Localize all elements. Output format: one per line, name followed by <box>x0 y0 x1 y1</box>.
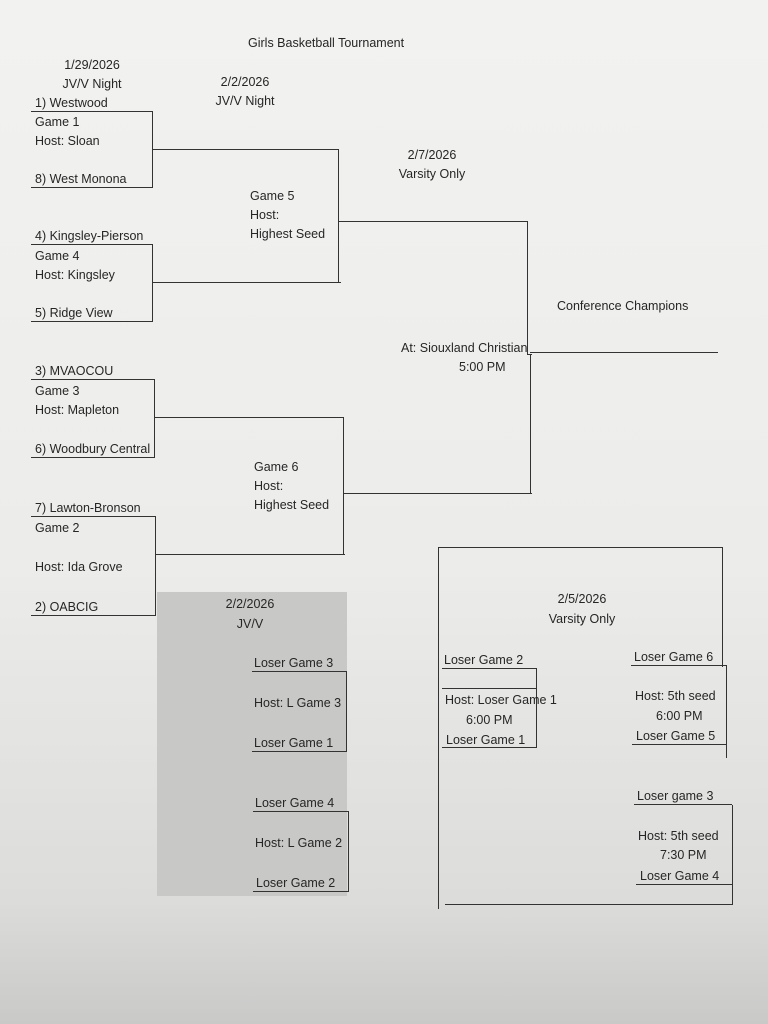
game2-connector <box>155 516 157 616</box>
game5-out-line <box>338 221 528 223</box>
champion-label: Conference Champions <box>557 299 689 313</box>
placement-left-connector <box>536 668 538 748</box>
placement-label: Varsity Only <box>548 612 616 626</box>
consolation-a-host: Host: L Game 3 <box>254 696 342 710</box>
placement-left-time: 6:00 PM <box>466 713 513 727</box>
consolation-a-top: Loser Game 3 <box>254 656 334 670</box>
game4-bottom-line <box>31 321 153 323</box>
placement-left-top-line <box>442 668 537 670</box>
game5-host: Host: <box>250 208 280 222</box>
consolation-a-connector <box>346 671 348 752</box>
consolation-a-top-line <box>252 671 347 673</box>
page-title: Girls Basketball Tournament <box>248 36 405 50</box>
game6-host-seed: Highest Seed <box>254 498 330 512</box>
placement-box-right-mid <box>726 665 728 758</box>
round2-label: JV/V Night <box>215 94 275 108</box>
placement-right-b-bottom: Loser Game 4 <box>640 869 720 883</box>
final-date: 2/7/2026 <box>407 148 457 162</box>
consolation-b-bottom: Loser Game 2 <box>256 876 336 890</box>
game1-team-top: 1) Westwood <box>35 96 108 110</box>
placement-right-b-top: Loser game 3 <box>637 789 714 803</box>
placement-left-top: Loser Game 2 <box>444 653 524 667</box>
placement-box-top <box>438 547 723 549</box>
game4-out-line <box>152 282 341 284</box>
placement-right-b-host: Host: 5th seed <box>638 829 719 843</box>
game4-label: Game 4 <box>35 249 80 263</box>
game2-out-line <box>155 554 345 556</box>
final-connector-join <box>527 354 532 356</box>
placement-right-a-time: 6:00 PM <box>656 709 703 723</box>
final-connector-lower <box>530 355 532 494</box>
game6-out-line <box>343 493 532 495</box>
round1-label: JV/V Night <box>62 77 122 91</box>
game2-bottom-line <box>31 615 156 617</box>
final-time: 5:00 PM <box>459 360 506 374</box>
placement-box-bottom <box>445 904 733 906</box>
consolation-b-top: Loser Game 4 <box>255 796 335 810</box>
game3-team-bottom: 6) Woodbury Central <box>35 442 151 456</box>
consolation-label: JV/V <box>236 617 264 631</box>
placement-right-a-host: Host: 5th seed <box>635 689 716 703</box>
game3-team-top: 3) MVAOCOU <box>35 364 114 378</box>
game1-label: Game 1 <box>35 115 80 129</box>
game4-host: Host: Kingsley <box>35 268 115 282</box>
consolation-a-bottom: Loser Game 1 <box>254 736 334 750</box>
placement-right-a-top-line <box>631 665 727 667</box>
game3-top-line <box>31 379 155 381</box>
game4-team-top: 4) Kingsley-Pierson <box>35 229 144 243</box>
placement-left-bottom: Loser Game 1 <box>446 733 526 747</box>
consolation-b-top-line <box>253 811 349 813</box>
game1-top-line <box>31 111 153 113</box>
game1-out-line <box>152 149 339 151</box>
game4-top-line <box>31 244 153 246</box>
consolation-shade <box>157 592 347 896</box>
placement-right-b-time: 7:30 PM <box>660 848 707 862</box>
consolation-b-connector <box>348 811 350 892</box>
consolation-b-bottom-line <box>253 891 349 893</box>
game3-out-line <box>154 417 344 419</box>
game3-host: Host: Mapleton <box>35 403 120 417</box>
game5-label: Game 5 <box>250 189 295 203</box>
game5-connector <box>338 149 340 282</box>
consolation-b-host: Host: L Game 2 <box>255 836 343 850</box>
final-location: At: Siouxland Christian <box>401 341 528 355</box>
game2-label: Game 2 <box>35 521 80 535</box>
placement-right-a-bottom-line <box>632 744 727 746</box>
placement-left-bottom-line <box>442 747 537 749</box>
placement-box-left <box>438 547 440 909</box>
placement-right-a-bottom: Loser Game 5 <box>636 729 716 743</box>
final-label: Varsity Only <box>398 167 466 181</box>
game2-team-top: 7) Lawton-Bronson <box>35 501 141 515</box>
placement-date: 2/5/2026 <box>557 592 607 606</box>
champion-line <box>530 352 718 354</box>
round2-date: 2/2/2026 <box>220 75 270 89</box>
placement-box-right-lower <box>732 805 734 905</box>
placement-right-a-top: Loser Game 6 <box>634 650 714 664</box>
final-connector-upper <box>527 221 529 355</box>
game5-host-seed: Highest Seed <box>250 227 326 241</box>
placement-box-right-upper <box>722 547 724 667</box>
game6-connector <box>343 417 345 555</box>
game3-connector <box>154 379 156 458</box>
game1-team-bottom: 8) West Monona <box>35 172 127 186</box>
consolation-date: 2/2/2026 <box>225 597 275 611</box>
game3-label: Game 3 <box>35 384 80 398</box>
game6-label: Game 6 <box>254 460 299 474</box>
game1-host: Host: Sloan <box>35 134 100 148</box>
consolation-a-bottom-line <box>252 751 347 753</box>
game4-team-bottom: 5) Ridge View <box>35 306 113 320</box>
round1-date: 1/29/2026 <box>64 58 120 72</box>
game6-host: Host: <box>254 479 284 493</box>
placement-right-b-top-line <box>634 804 732 806</box>
game1-bottom-line <box>31 187 153 189</box>
game2-host: Host: Ida Grove <box>35 560 123 574</box>
game3-bottom-line <box>31 457 155 459</box>
game2-team-bottom: 2) OABCIG <box>35 600 99 614</box>
placement-left-mid-line <box>442 688 537 690</box>
placement-left-host: Host: Loser Game 1 <box>445 693 557 707</box>
game2-top-line <box>31 516 156 518</box>
placement-right-b-bottom-line <box>636 884 733 886</box>
